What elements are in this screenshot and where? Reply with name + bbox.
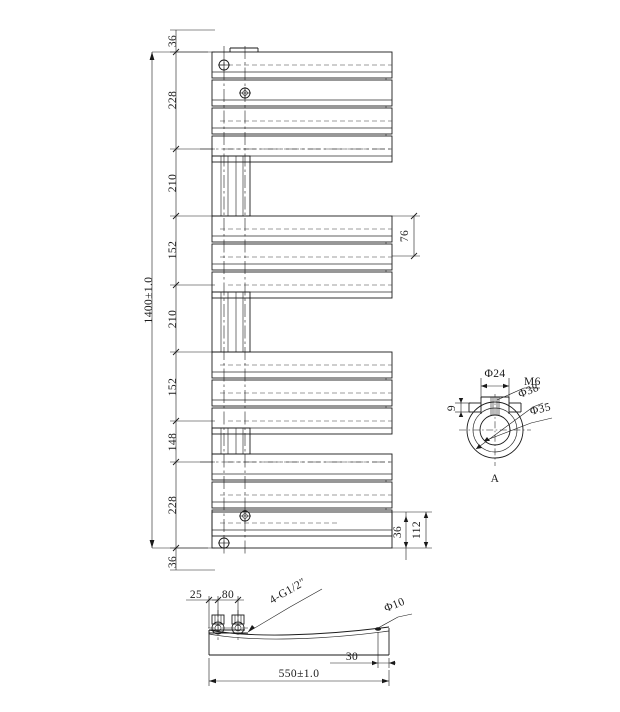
dimension-ticks	[172, 48, 180, 552]
dim-label-80: 80	[222, 589, 234, 601]
bar-group-top	[211, 51, 393, 163]
dim-label-m6: M6	[524, 376, 541, 388]
detail-view-a: Φ24 M6 9 Φ38 Φ35 A	[446, 368, 552, 485]
dim-label-228-bottom: 228	[167, 496, 179, 514]
bar-group-bottom	[211, 453, 393, 549]
manifold-tube-3	[211, 427, 251, 455]
bar-group-second	[211, 215, 393, 299]
dim-label-112: 112	[411, 521, 423, 539]
front-view-geometry	[200, 46, 393, 554]
dim-label-148: 148	[167, 433, 179, 451]
overall-width-label: 550±1.0	[279, 668, 320, 680]
dim-label-152-upper: 152	[167, 241, 179, 259]
dim-label-phi24: Φ24	[484, 368, 505, 380]
dim-label-phi10: Φ10	[383, 596, 407, 615]
dim-label-right-36: 36	[392, 526, 404, 538]
dim-label-210-lower: 210	[167, 310, 179, 328]
dim-label-bottom-36: 36	[167, 556, 179, 568]
dim-label-152-lower: 152	[167, 378, 179, 396]
dim-label-228-top: 228	[167, 91, 179, 109]
detail-label-a: A	[491, 473, 500, 485]
dim-label-top-36: 36	[167, 35, 179, 47]
front-view-right-dimensions: 76 112 36	[392, 212, 432, 560]
overall-height-label: 1400±1.0	[143, 277, 155, 324]
manifold-tube-2	[211, 291, 251, 353]
dim-label-25: 25	[190, 589, 202, 601]
dim-label-phi35: Φ35	[529, 401, 552, 418]
thread-callout: 4-G1/2″	[247, 576, 323, 633]
manifold-tube-1	[211, 155, 251, 217]
dim-label-9: 9	[446, 405, 458, 411]
front-view-dimensions: 1400±1.0 36 228 210 152 210 152	[143, 29, 215, 571]
dim-label-thread: 4-G1/2″	[268, 576, 309, 606]
dim-label-phi38: Φ38	[517, 382, 541, 401]
dim-label-76: 76	[399, 230, 411, 242]
dim-label-210-upper: 210	[167, 174, 179, 192]
hole-phi10: Φ10	[375, 596, 413, 631]
bar-group-third	[211, 351, 393, 435]
dim-label-30: 30	[346, 651, 358, 663]
side-view-dimensions: 25 80 30 550±1.0	[186, 589, 396, 686]
side-view-geometry: Φ10 4-G1/2″	[208, 576, 413, 656]
